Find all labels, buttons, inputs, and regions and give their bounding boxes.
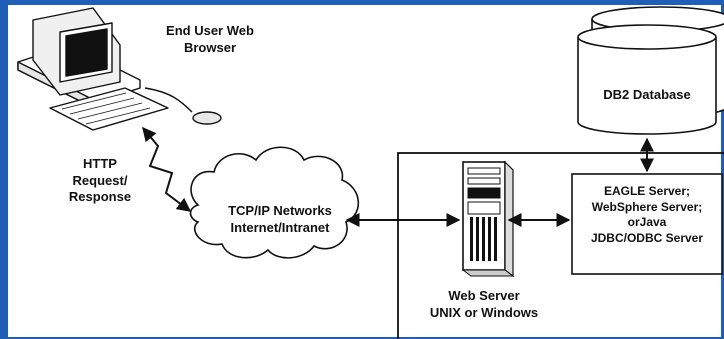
app-server-label: EAGLE Server; WebSphere Server; orJava J… [574,184,720,246]
database-label: DB2 Database [583,87,711,104]
http-link-arrow [142,126,192,212]
network-label-line: Internet/Intranet [230,219,330,235]
desktop-computer-icon [17,7,222,131]
browser-label-line: Browser [183,39,237,55]
database-cylinder-icon [577,6,724,135]
http-label-line: Request/ [72,172,128,188]
web-server-label: Web Server UNIX or Windows [409,288,559,321]
http-label-line: Response [68,189,132,205]
database-label-line: DB2 Database [603,87,691,102]
app-server-box [571,173,723,275]
browser-label-line: End User Web [166,23,254,38]
app-server-label-line: orJava [627,215,667,230]
http-label-line: HTTP [83,156,117,171]
network-label-line: TCP/IP Networks [228,203,332,218]
tower-server-icon [461,160,515,278]
app-server-label-line: EAGLE Server; [603,184,691,198]
http-label: HTTP Request/ Response [52,156,148,206]
app-server-label-line: JDBC/ODBC Server [590,230,704,245]
server-enclosure [397,152,724,339]
app-server-label-line: WebSphere Server; [591,199,703,214]
web-server-label-line: Web Server [448,288,520,303]
network-label: TCP/IP Networks Internet/Intranet [205,203,355,236]
browser-label: End User Web Browser [125,23,295,56]
web-server-label-line: UNIX or Windows [429,304,539,320]
